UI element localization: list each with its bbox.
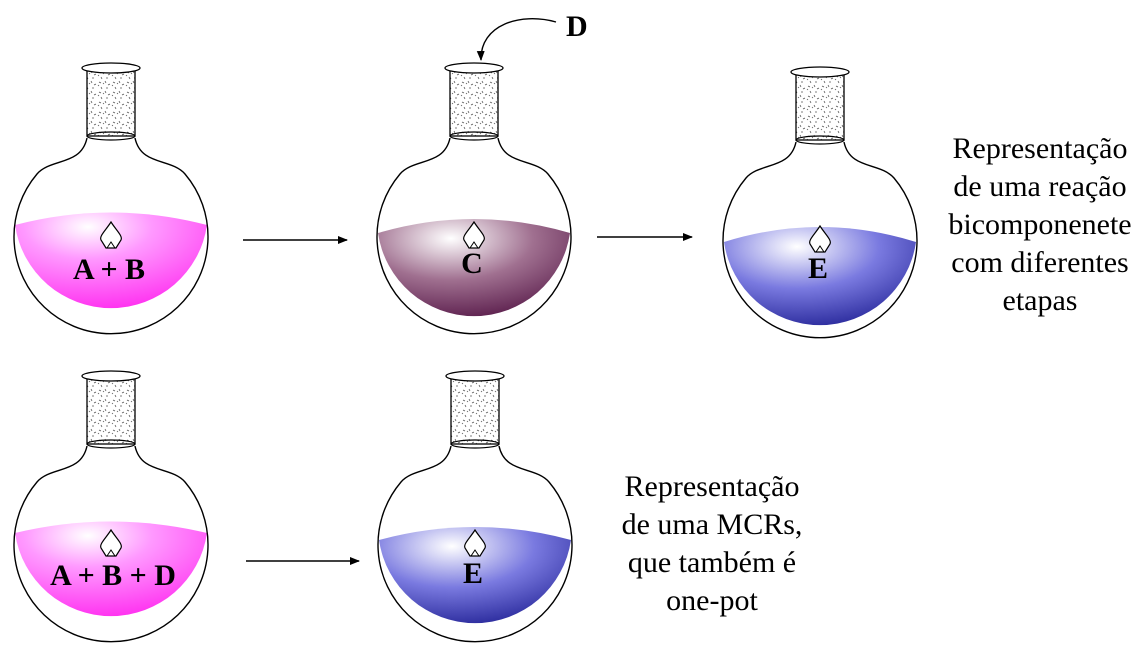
caption-line: bicomponenete bbox=[948, 208, 1131, 241]
liquid-blue bbox=[724, 227, 916, 326]
flask-e: E bbox=[722, 66, 918, 339]
liquid-pink bbox=[15, 212, 207, 309]
liquid-purple bbox=[378, 219, 570, 317]
caption-line: de uma reação bbox=[953, 170, 1126, 203]
flask-label: E bbox=[808, 252, 828, 285]
reagent-addition-arrow bbox=[476, 18, 557, 61]
caption-line: de uma MCRs, bbox=[622, 508, 803, 541]
caption-multicomponent-reaction: Representação de uma MCRs, que também é … bbox=[622, 470, 803, 617]
caption-line: Representação bbox=[625, 470, 800, 503]
liquid-blue bbox=[379, 527, 571, 624]
caption-line: etapas bbox=[1003, 284, 1078, 317]
flask-label: A + B bbox=[73, 253, 145, 286]
flask-c: C bbox=[376, 62, 572, 335]
reagent-d-label: D bbox=[566, 10, 588, 43]
flask-label: A + B + D bbox=[50, 559, 176, 592]
flask-e: E bbox=[377, 370, 573, 643]
caption-stepwise-reaction: Representação de uma reação bicomponenet… bbox=[948, 132, 1131, 317]
caption-line: com diferentes bbox=[951, 246, 1128, 279]
flask-label: C bbox=[461, 247, 483, 280]
liquid-pink bbox=[15, 521, 207, 617]
caption-line: que também é bbox=[628, 546, 796, 579]
caption-line: Representação bbox=[953, 132, 1128, 165]
flask-a-plus-b: A + B bbox=[13, 62, 209, 335]
flask-a-plus-b-plus-d: A + B + D bbox=[13, 370, 209, 643]
caption-line: one-pot bbox=[666, 584, 758, 617]
flask-label: E bbox=[463, 557, 483, 590]
